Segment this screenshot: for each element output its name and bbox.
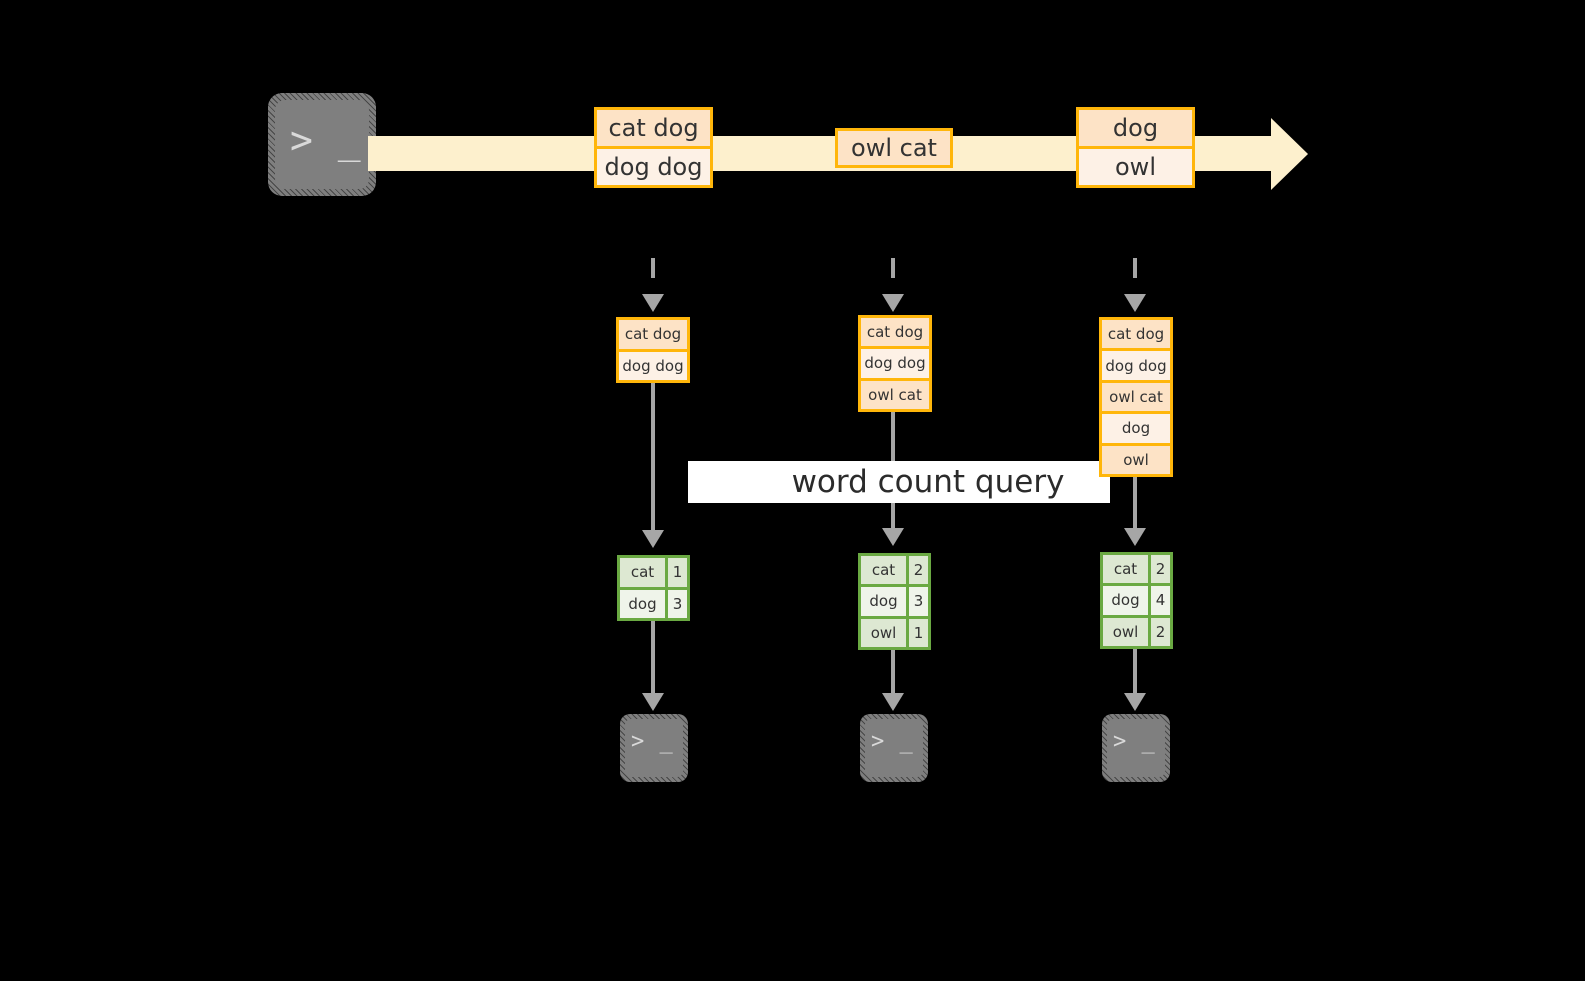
stream-record-line: owl xyxy=(1079,149,1192,185)
snapshot-line: cat dog xyxy=(619,320,687,349)
trigger-3-sink-terminal-icon[interactable]: > _ xyxy=(1102,714,1170,782)
result-row: owl 2 xyxy=(1103,617,1170,646)
snapshot-line: owl cat xyxy=(861,380,929,409)
result-word: dog xyxy=(861,587,906,616)
trigger-3-input-arrowhead xyxy=(1124,294,1146,312)
source-terminal-icon[interactable]: > _ xyxy=(268,93,376,196)
stream-record-line: dog xyxy=(1079,110,1192,146)
result-word: owl xyxy=(861,618,906,647)
stream-record-group-2: owl cat xyxy=(835,128,953,168)
stream-record-group-1: cat dog dog dog xyxy=(594,107,713,188)
terminal-screen xyxy=(275,100,369,189)
terminal-screen xyxy=(865,719,923,777)
result-word: cat xyxy=(620,558,665,587)
result-row: dog 3 xyxy=(861,587,928,616)
stream-record-line: cat dog xyxy=(597,110,710,146)
trigger-3-query-connector xyxy=(1133,477,1137,531)
result-row: cat 2 xyxy=(861,556,928,585)
stream-record-group-3: dog owl xyxy=(1076,107,1195,188)
snapshot-line: dog dog xyxy=(861,349,929,378)
result-row: cat 2 xyxy=(1103,555,1170,584)
result-word: dog xyxy=(620,589,665,618)
terminal-screen xyxy=(1107,719,1165,777)
terminal-prompt-glyph: > _ xyxy=(871,729,914,754)
trigger-1-query-connector xyxy=(651,383,655,533)
trigger-2-result-table: cat 2 dog 3 owl 1 xyxy=(858,553,931,650)
result-row: owl 1 xyxy=(861,618,928,647)
snapshot-line: owl cat xyxy=(1102,382,1170,412)
trigger-2-input-arrowhead xyxy=(882,294,904,312)
stream-arrow-right-icon xyxy=(1271,118,1308,190)
terminal-screen xyxy=(625,719,683,777)
result-count: 3 xyxy=(668,589,687,618)
query-label-band: word count query xyxy=(688,461,1110,503)
result-row: dog 4 xyxy=(1103,586,1170,615)
trigger-1-sink-terminal-icon[interactable]: > _ xyxy=(620,714,688,782)
result-count: 2 xyxy=(909,556,928,585)
trigger-1-sink-connector xyxy=(651,621,655,696)
result-word: cat xyxy=(861,556,906,585)
result-word: owl xyxy=(1103,617,1148,646)
terminal-prompt-glyph: > _ xyxy=(1113,729,1156,754)
trigger-2-sink-connector xyxy=(891,650,895,696)
result-row: cat 1 xyxy=(620,558,687,587)
snapshot-line: owl xyxy=(1102,445,1170,475)
stream-record-line: owl cat xyxy=(838,131,950,165)
result-count: 4 xyxy=(1151,586,1170,615)
snapshot-line: cat dog xyxy=(861,318,929,347)
result-count: 3 xyxy=(909,587,928,616)
snapshot-line: cat dog xyxy=(1102,320,1170,349)
trigger-2-input-connector xyxy=(891,258,895,296)
trigger-1-input-arrowhead xyxy=(642,294,664,312)
trigger-1-input-connector xyxy=(651,258,655,296)
snapshot-line: dog xyxy=(1102,414,1170,443)
trigger-3-sink-connector xyxy=(1133,649,1137,696)
query-label: word count query xyxy=(791,464,1065,500)
result-count: 2 xyxy=(1151,617,1170,646)
trigger-3-input-connector xyxy=(1133,258,1137,296)
trigger-1-input-snapshot: cat dog dog dog xyxy=(616,317,690,383)
trigger-1-query-arrowhead xyxy=(642,530,664,548)
terminal-prompt-glyph: > _ xyxy=(290,118,362,162)
snapshot-line: dog dog xyxy=(1102,351,1170,380)
result-count: 1 xyxy=(909,618,928,647)
terminal-prompt-glyph: > _ xyxy=(631,729,674,754)
result-word: cat xyxy=(1103,555,1148,584)
result-count: 2 xyxy=(1151,555,1170,584)
result-word: dog xyxy=(1103,586,1148,615)
trigger-2-sink-arrowhead xyxy=(882,693,904,711)
trigger-2-input-snapshot: cat dog dog dog owl cat xyxy=(858,315,932,412)
stream-record-line: dog dog xyxy=(597,149,710,185)
trigger-3-result-table: cat 2 dog 4 owl 2 xyxy=(1100,552,1173,649)
trigger-2-query-arrowhead xyxy=(882,528,904,546)
trigger-3-sink-arrowhead xyxy=(1124,693,1146,711)
trigger-2-sink-terminal-icon[interactable]: > _ xyxy=(860,714,928,782)
snapshot-line: dog dog xyxy=(619,351,687,380)
trigger-1-result-table: cat 1 dog 3 xyxy=(617,555,690,621)
result-count: 1 xyxy=(668,558,687,587)
trigger-3-query-arrowhead xyxy=(1124,528,1146,546)
trigger-1-sink-arrowhead xyxy=(642,693,664,711)
result-row: dog 3 xyxy=(620,589,687,618)
trigger-3-input-snapshot: cat dog dog dog owl cat dog owl xyxy=(1099,317,1173,477)
